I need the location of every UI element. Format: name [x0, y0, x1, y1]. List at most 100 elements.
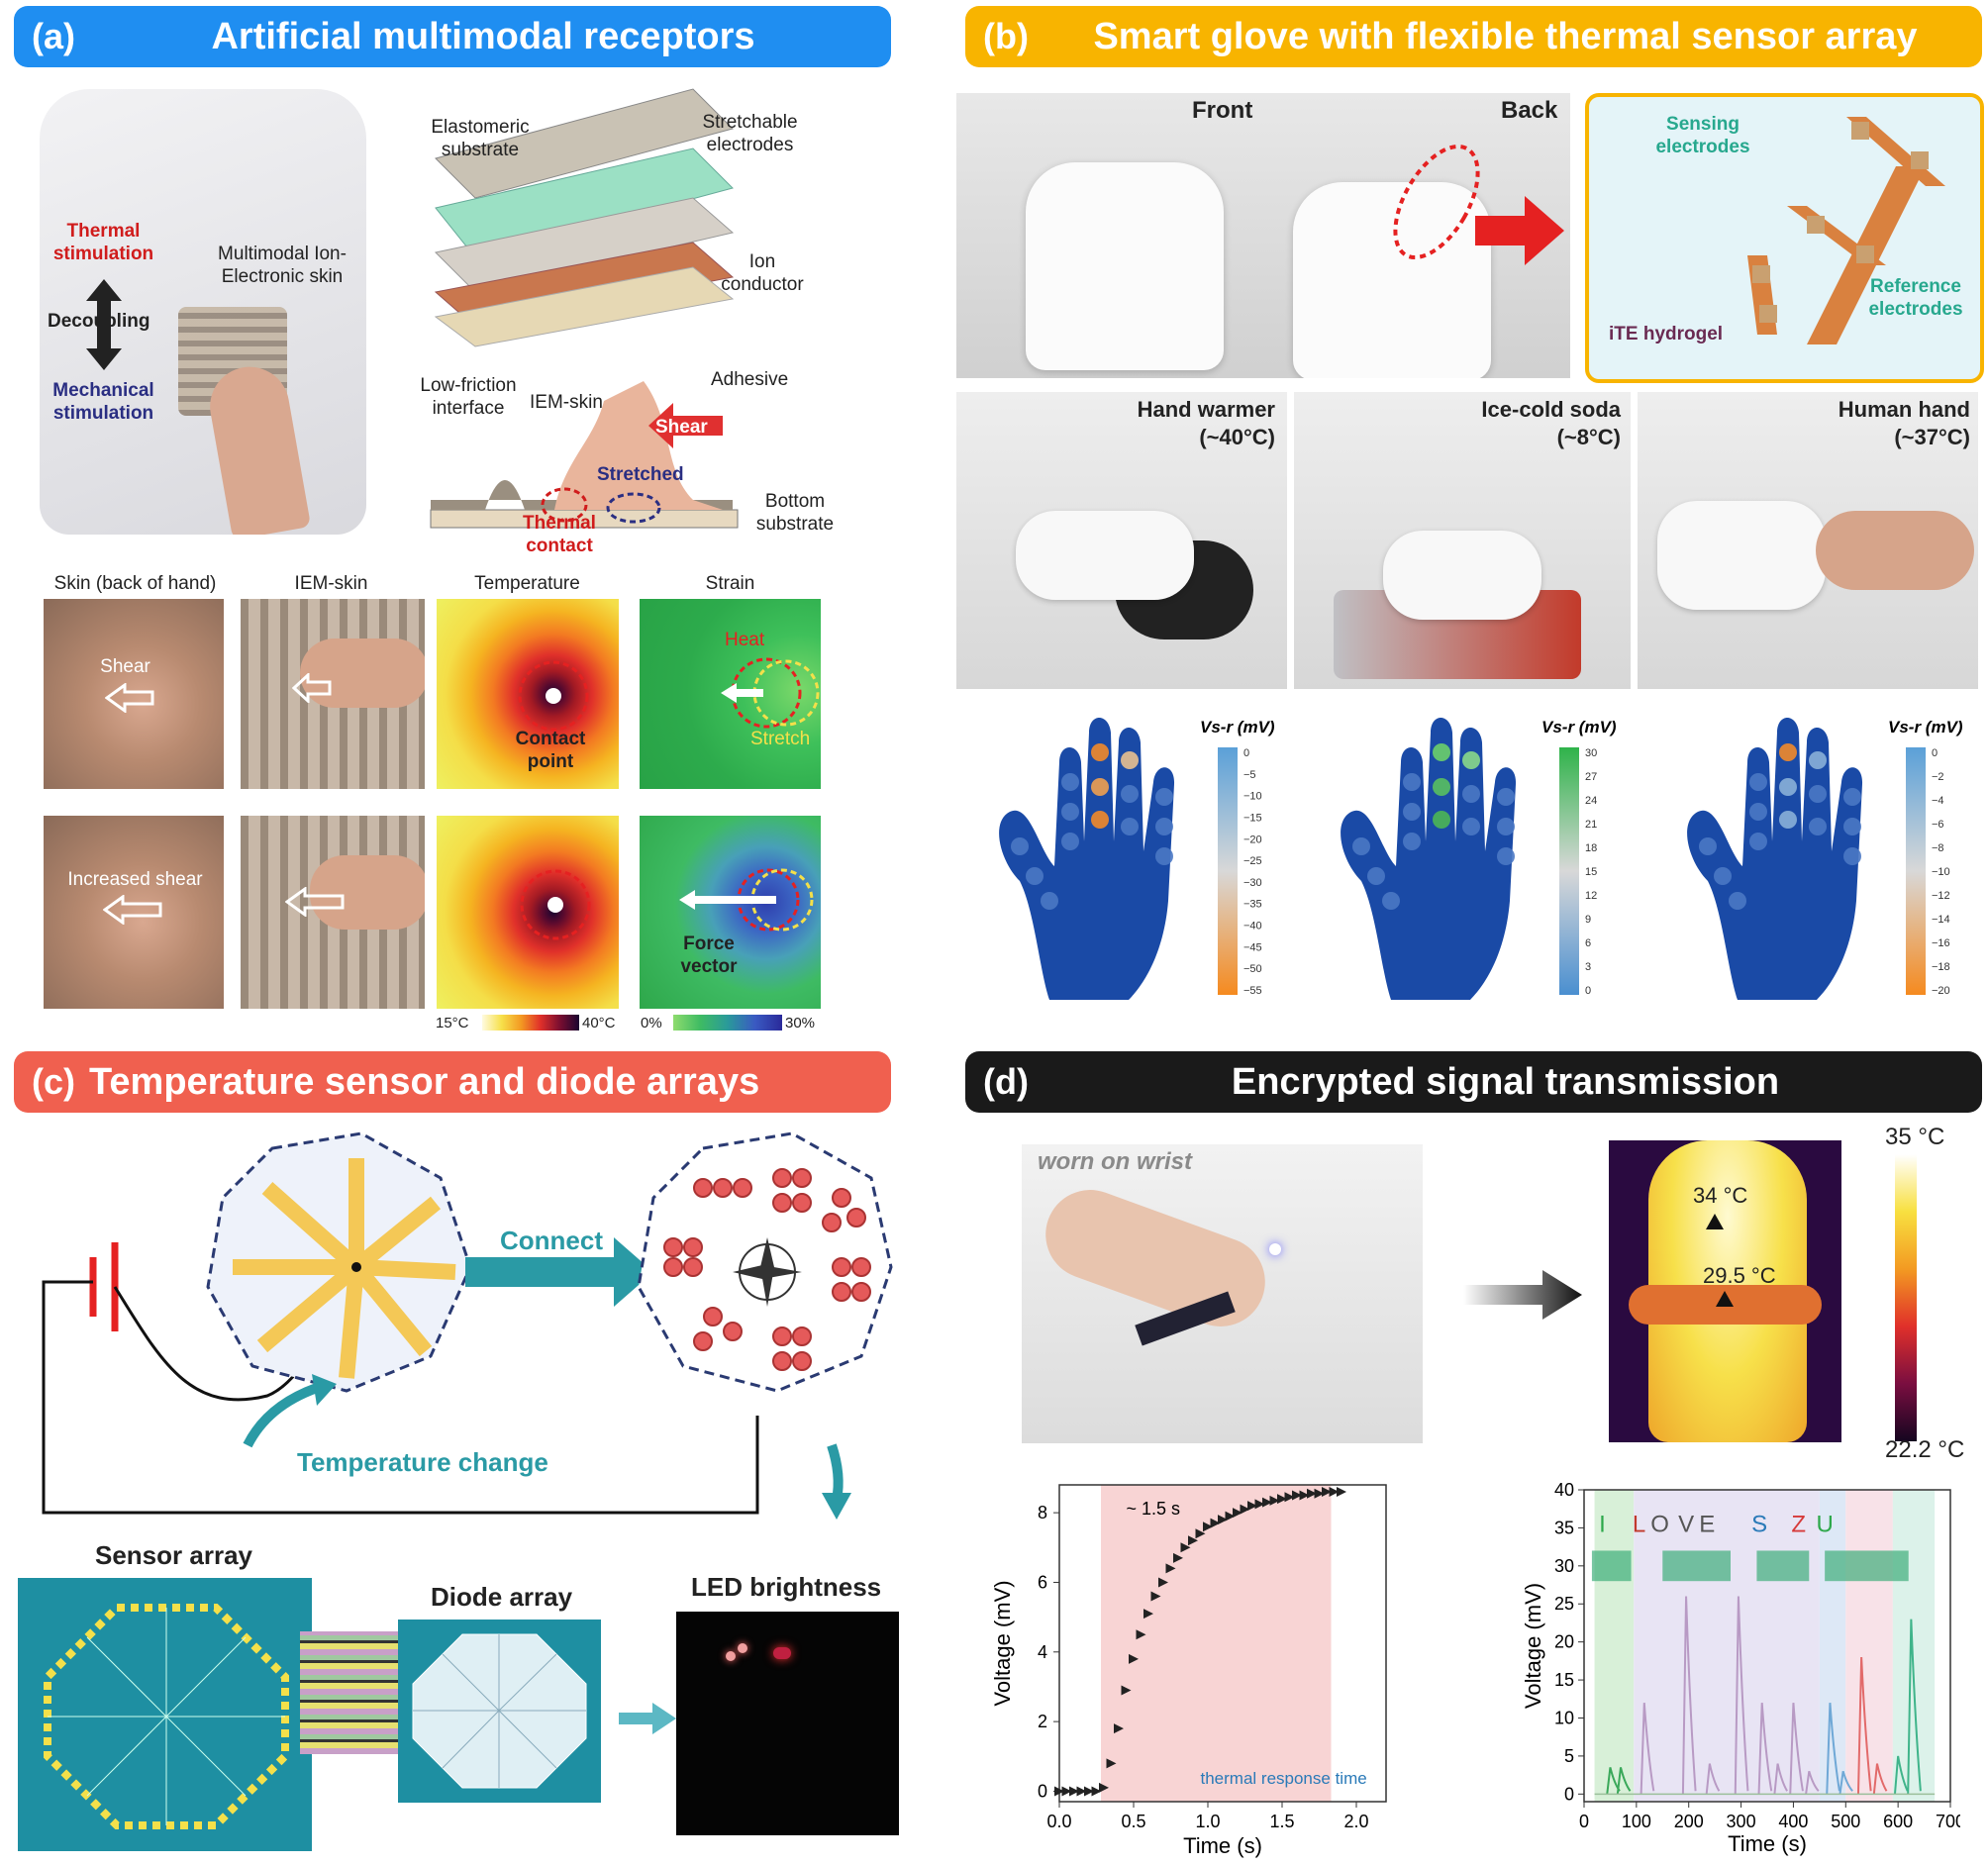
sensor-dot [1779, 743, 1797, 761]
signal-peak [1789, 1703, 1804, 1795]
signal-peak [1757, 1703, 1773, 1795]
y-tick-label: 4 [1038, 1642, 1047, 1662]
y-tick-label: 20 [1554, 1632, 1574, 1652]
signal-peak [1805, 1770, 1820, 1795]
panel-c-tag: (c) [32, 1061, 75, 1102]
y-tick-label: 0 [1038, 1781, 1047, 1801]
col-strain-title: Strain [705, 573, 755, 594]
sensor-dot [1121, 785, 1139, 803]
sensor-dot [1462, 818, 1480, 835]
colorbar [1218, 747, 1238, 995]
y-tick-label: 8 [1038, 1503, 1047, 1522]
data-point [1114, 1723, 1124, 1734]
data-point [1061, 1786, 1072, 1797]
signal-peak [1681, 1596, 1697, 1795]
force-vector-label: Force vector [680, 933, 738, 977]
letter-s: S [1751, 1511, 1767, 1537]
strain-map-1: Heat Stretch [640, 599, 821, 789]
data-point [1225, 1511, 1236, 1522]
contact-point-label: Contact point [515, 729, 586, 772]
sensor-dot [1433, 743, 1450, 761]
glove-front [1026, 162, 1224, 370]
elastomeric-substrate-label: Elastomeric substrate [431, 117, 530, 160]
data-point [1099, 1782, 1109, 1793]
letter-u: U [1816, 1511, 1833, 1537]
signal-peak [1734, 1596, 1749, 1795]
reference-electrodes-label: Reference electrodes [1868, 276, 1963, 320]
response-note: thermal response time [1201, 1769, 1367, 1788]
sensor-dot [1433, 778, 1450, 796]
low-friction-label: Low-friction interface [420, 375, 517, 419]
colorbar-tick: 9 [1585, 914, 1591, 926]
y-tick-label: 30 [1554, 1556, 1574, 1576]
gradient-arrow-icon [1463, 1270, 1582, 1320]
colorbar-tick: 0 [1243, 747, 1249, 759]
sensor-dot [1352, 837, 1370, 855]
data-point [1121, 1685, 1132, 1696]
red-arrow-icon [1475, 196, 1564, 265]
sensor-array-pattern [44, 1604, 289, 1829]
glove-2 [1383, 531, 1541, 620]
connect-label: Connect [500, 1226, 603, 1255]
colorbar-tick: 6 [1585, 937, 1591, 949]
data-point [1307, 1488, 1317, 1499]
colorbar-tick: −40 [1243, 921, 1262, 933]
sensor-dot [1749, 833, 1767, 850]
col-temperature-title: Temperature [474, 573, 580, 594]
colorbar-tick: −4 [1932, 795, 1944, 807]
sensor-dot [1809, 751, 1827, 769]
hand-silhouette [1341, 718, 1517, 1000]
colorbar-tick: −50 [1243, 963, 1262, 975]
contact-circle-2-icon [520, 869, 591, 940]
scene-2-temp: (~8°C) [1556, 425, 1621, 449]
sensor-dot [1779, 811, 1797, 829]
thermal-min: 22.2 °C [1885, 1436, 1965, 1463]
sensor-array-photo [18, 1578, 312, 1851]
colorbar-tick: −15 [1243, 812, 1262, 824]
panel-a-header: (a) Artificial multimodal receptors [14, 6, 891, 67]
colorbar-tick: −5 [1243, 769, 1256, 781]
sensor-dot [1843, 788, 1861, 806]
x-axis-label: Time (s) [1728, 1831, 1807, 1856]
temperature-map-1: Contact point [437, 599, 619, 789]
data-point [1262, 1497, 1272, 1508]
colorbar-tick: −14 [1932, 914, 1950, 926]
x-axis-label: Time (s) [1183, 1833, 1262, 1858]
led-glow-2 [738, 1643, 747, 1653]
diode-array-pattern [412, 1633, 587, 1789]
panel-b-header: (b) Smart glove with flexible thermal se… [965, 6, 1982, 67]
scene-ice-soda: Ice-cold soda (~8°C) [1294, 392, 1631, 689]
diode-array-label: Diode array [431, 1582, 573, 1612]
panel-a-tag: (a) [32, 16, 75, 56]
y-tick-label: 0 [1564, 1784, 1574, 1804]
colorbar-tick: −45 [1243, 941, 1262, 953]
colorbar [1906, 747, 1926, 995]
sensing-electrodes-label: Sensing electrodes [1655, 114, 1750, 157]
increased-shear-arrow-icon [103, 895, 162, 925]
force-vector-icon [679, 868, 814, 932]
sensor-dot [1091, 743, 1109, 761]
scene-1-temp: (~40°C) [1199, 425, 1275, 449]
sensor-dot [1749, 773, 1767, 791]
signal-peak [1616, 1767, 1632, 1795]
colorbar-tick: −18 [1932, 961, 1950, 973]
decoupling-label: Decoupling [48, 311, 150, 332]
x-tick-label: 400 [1778, 1812, 1808, 1831]
letter-o: O [1650, 1511, 1669, 1537]
x-tick-label: 1.5 [1269, 1812, 1294, 1831]
data-point [1240, 1504, 1250, 1515]
colorbar-tick: −25 [1243, 855, 1262, 867]
x-tick-label: 0.0 [1046, 1812, 1071, 1831]
sensor-dot [1121, 751, 1139, 769]
triangle-2-icon [1716, 1291, 1734, 1307]
sensor-array-label: Sensor array [95, 1540, 252, 1570]
sensor-octagon-rays [233, 1158, 456, 1379]
sensor-dot [1497, 788, 1515, 806]
led-glow-3 [773, 1647, 791, 1659]
colorbar-tick: −16 [1932, 937, 1950, 949]
waveform-glyph [1591, 1550, 1632, 1582]
data-point [1106, 1758, 1117, 1769]
sensor-dot [1729, 892, 1746, 910]
colorbar-tick: −20 [1932, 985, 1950, 997]
